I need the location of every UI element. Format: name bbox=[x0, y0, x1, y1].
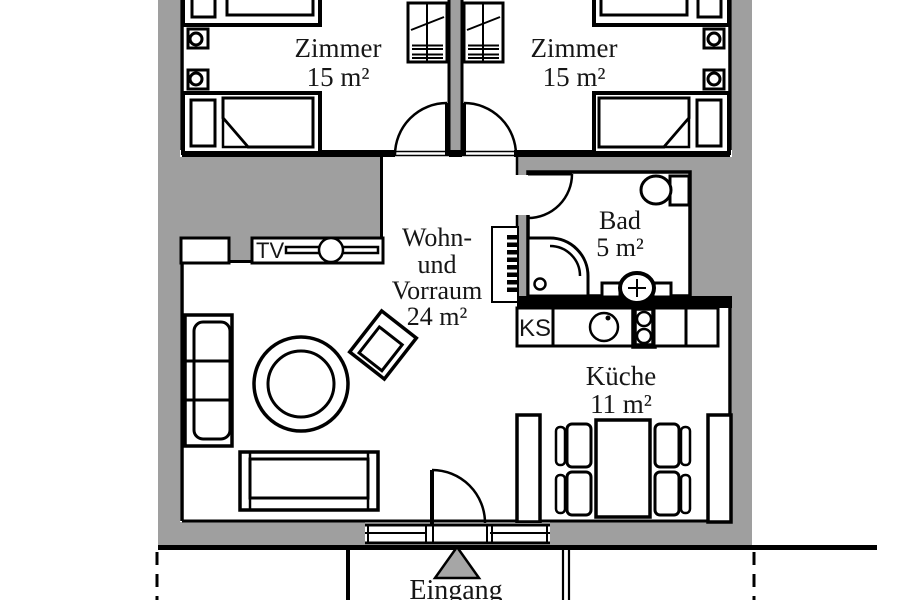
round-table bbox=[252, 335, 350, 433]
wall-bath-shaft bbox=[690, 157, 732, 306]
sink bbox=[600, 271, 673, 305]
sink-basin-icon bbox=[588, 311, 620, 343]
room-label: Zimmer bbox=[531, 33, 618, 63]
bed bbox=[592, 0, 731, 27]
room-label: Vorraum bbox=[392, 276, 483, 305]
toilet bbox=[639, 174, 691, 207]
chair-seat bbox=[653, 470, 681, 517]
blanket-fold bbox=[661, 114, 691, 149]
wall-bedroom-divider bbox=[449, 0, 462, 157]
bed bbox=[181, 91, 322, 155]
entrance-label: Eingang bbox=[409, 575, 502, 600]
kitchen: KS Küche 11 m² bbox=[515, 305, 733, 524]
bed bbox=[181, 0, 322, 27]
faucet-icon bbox=[605, 315, 611, 321]
entrance: Eingang bbox=[365, 468, 550, 600]
nightstand bbox=[186, 27, 210, 50]
door-swing bbox=[393, 101, 449, 156]
counter bbox=[684, 306, 720, 348]
lamp-icon bbox=[706, 71, 722, 87]
divider-cap bbox=[449, 150, 462, 157]
bathroom: Bad 5 m² bbox=[514, 170, 692, 305]
room-label: Wohn- bbox=[402, 223, 472, 252]
burner-icon bbox=[635, 310, 653, 328]
door-arc bbox=[527, 173, 574, 220]
tv-label: TV bbox=[256, 238, 284, 263]
mattress-folded bbox=[597, 96, 691, 149]
room-label: Küche bbox=[586, 361, 656, 391]
door-arc bbox=[431, 468, 487, 524]
nightstand bbox=[186, 68, 210, 91]
shower bbox=[526, 236, 590, 298]
wall-left bbox=[158, 0, 180, 546]
wall-right bbox=[732, 0, 752, 546]
entrance-arrow-icon bbox=[432, 544, 482, 580]
wall-niche bbox=[179, 236, 231, 265]
room-label: und bbox=[418, 250, 457, 279]
room-area: 15 m² bbox=[543, 62, 606, 92]
chair-back bbox=[554, 473, 567, 515]
armchair bbox=[347, 308, 419, 382]
room-area: 5 m² bbox=[596, 233, 644, 262]
tv-board: TV bbox=[250, 236, 385, 265]
wall-bath-top bbox=[518, 157, 732, 172]
room-label: Zimmer bbox=[295, 33, 382, 63]
sofa bbox=[183, 313, 234, 448]
wardrobe-icon bbox=[462, 1, 505, 64]
bed bbox=[592, 91, 731, 155]
doorway-opening bbox=[514, 175, 530, 215]
mattress-folded bbox=[221, 96, 315, 149]
nightstand bbox=[702, 68, 726, 91]
chair-back bbox=[679, 473, 692, 515]
living-room: TV bbox=[179, 223, 519, 512]
entrance-threshold bbox=[365, 523, 550, 545]
door-swing bbox=[462, 101, 518, 156]
radiator bbox=[491, 226, 519, 303]
counter bbox=[652, 306, 688, 348]
lamp-icon bbox=[188, 71, 204, 87]
dining-set bbox=[515, 413, 733, 524]
site-lines bbox=[155, 545, 877, 600]
bath-bottom-wall bbox=[517, 296, 732, 308]
room-area: 11 m² bbox=[590, 389, 652, 419]
wall-bottom-right bbox=[550, 522, 752, 546]
wall-bottom-left bbox=[158, 522, 365, 546]
bedroom-left: Zimmer 15 m² bbox=[181, 0, 449, 156]
lamp-icon bbox=[706, 31, 722, 47]
blanket-fold bbox=[221, 114, 251, 149]
chair-seat bbox=[565, 422, 593, 469]
door-arc bbox=[393, 101, 448, 156]
room-area: 15 m² bbox=[307, 62, 370, 92]
bedroom-right: Zimmer 15 m² bbox=[462, 0, 731, 156]
dining-table bbox=[594, 418, 652, 519]
tall-cabinet bbox=[706, 413, 733, 524]
door-arc bbox=[463, 101, 518, 156]
room-area: 24 m² bbox=[407, 302, 468, 331]
sideboard-bench bbox=[238, 450, 380, 512]
drain-icon bbox=[533, 277, 547, 291]
chair-back bbox=[554, 425, 567, 467]
chair-seat bbox=[653, 422, 681, 469]
chair-seat bbox=[565, 470, 593, 517]
tv-icon bbox=[317, 236, 345, 264]
wall-bath-left bbox=[518, 172, 528, 296]
tall-cabinet bbox=[515, 413, 542, 524]
burner-icon bbox=[635, 327, 653, 345]
door-thresholds bbox=[395, 150, 514, 157]
fridge-label: KS bbox=[519, 315, 551, 342]
nightstand bbox=[702, 27, 726, 50]
kitchen-counter: KS bbox=[515, 305, 720, 349]
wardrobe-icon bbox=[406, 1, 449, 64]
frame-ticks bbox=[367, 525, 548, 543]
door-swing bbox=[430, 468, 487, 524]
room-label: Bad bbox=[599, 206, 641, 235]
site-base-line bbox=[158, 545, 877, 550]
chair-back bbox=[679, 425, 692, 467]
door-swing bbox=[527, 171, 574, 220]
lamp-icon bbox=[188, 31, 204, 47]
